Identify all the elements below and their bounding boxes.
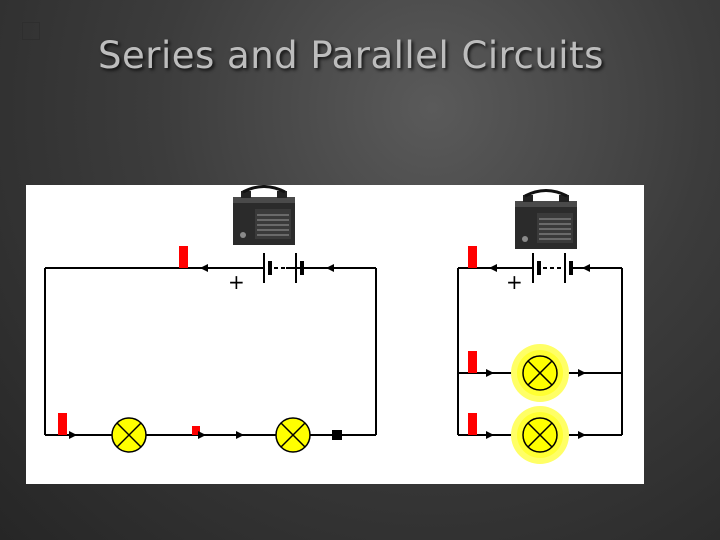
parallel-electron-markers bbox=[468, 246, 477, 435]
corner-ornament bbox=[22, 22, 40, 40]
series-plus-label: + bbox=[228, 270, 245, 294]
parallel-battery-symbol bbox=[532, 253, 573, 283]
series-circuit: + bbox=[44, 185, 377, 453]
electron-marker bbox=[58, 413, 67, 435]
series-battery-symbol bbox=[263, 253, 304, 283]
parallel-plus-label: + bbox=[506, 270, 523, 294]
circuit-diagram: + bbox=[44, 185, 623, 465]
parallel-battery-photo bbox=[513, 189, 579, 251]
parallel-bulb-2 bbox=[510, 405, 570, 465]
parallel-circuit: + bbox=[457, 189, 623, 465]
electron-marker bbox=[468, 413, 477, 435]
series-battery-photo bbox=[231, 185, 297, 247]
parallel-bulb-1 bbox=[510, 343, 570, 403]
circuit-diagram-panel: + bbox=[26, 185, 644, 484]
series-bulb-2 bbox=[275, 417, 311, 453]
parallel-arrows bbox=[486, 264, 590, 439]
series-electron-markers bbox=[58, 246, 200, 435]
series-junction bbox=[332, 430, 342, 440]
electron-marker bbox=[468, 351, 477, 373]
electron-marker bbox=[179, 246, 188, 268]
series-bulb-1 bbox=[111, 417, 147, 453]
series-arrows bbox=[69, 264, 342, 439]
slide-title: Series and Parallel Circuits bbox=[98, 34, 604, 77]
series-wires bbox=[44, 267, 377, 436]
electron-marker bbox=[468, 246, 477, 268]
electron-marker bbox=[192, 426, 200, 435]
